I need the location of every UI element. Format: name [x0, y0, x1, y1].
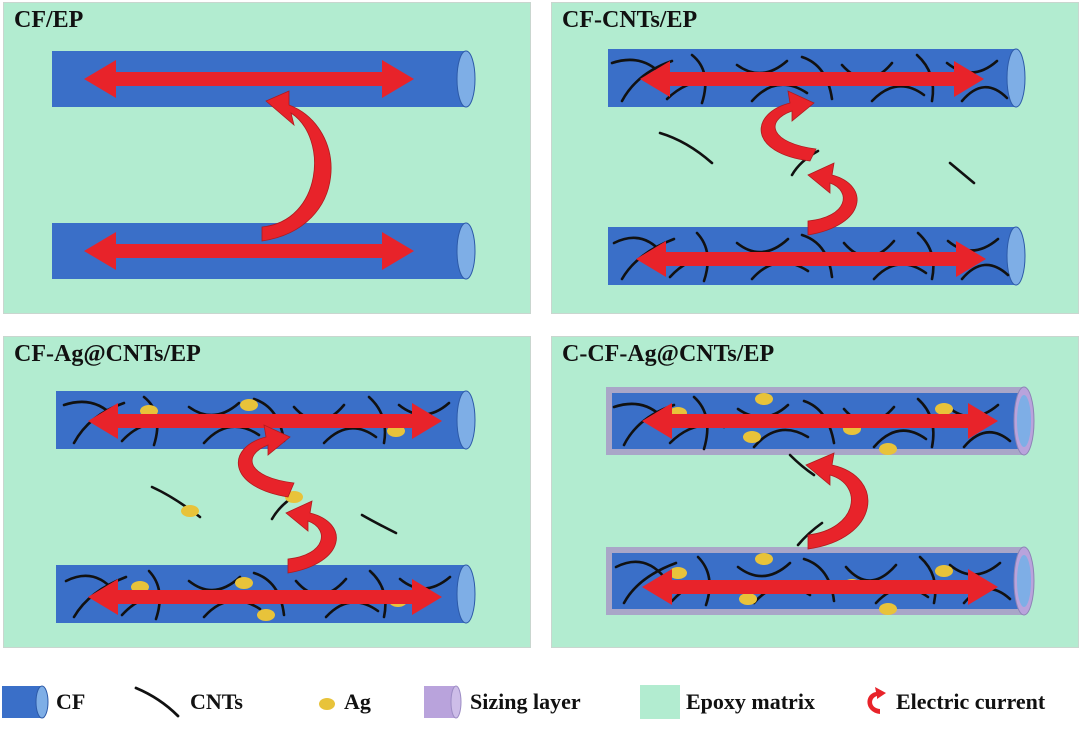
current-arrow-curved: [807, 162, 858, 236]
panel-cf-ag-cnts-ep: CF-Ag@CNTs/EP: [3, 336, 531, 648]
panel-c-cf-ag-cnts-ep-graphic: [606, 386, 1035, 616]
legend-label: Epoxy matrix: [686, 689, 815, 714]
legend-item-cf: CF: [2, 684, 85, 720]
cf-swatch-icon: [2, 685, 49, 719]
ag-dot-icon: [319, 698, 335, 710]
panel-title: CF-Ag@CNTs/EP: [14, 341, 201, 367]
current-arrow-horizontal: [88, 579, 442, 615]
current-arrow-horizontal: [642, 569, 998, 605]
legend-item-ag: Ag: [316, 684, 371, 720]
panel-title: C-CF-Ag@CNTs/EP: [562, 341, 775, 367]
current-arrow-curved: [285, 500, 337, 574]
current-arrow-horizontal: [642, 403, 998, 439]
panel-cf-cnts-ep-graphic: [608, 48, 1026, 286]
cnt-network: [610, 53, 1010, 283]
panel-cf-ep-graphic: [52, 50, 476, 280]
current-arrow-horizontal: [88, 403, 442, 439]
legend-label: Ag: [344, 689, 371, 714]
panel-cf-ep: CF/EP: [3, 2, 531, 314]
legend-label: CF: [56, 689, 86, 714]
legend-item-epoxy: Epoxy matrix: [640, 684, 815, 720]
panel-cf-cnts-ep: CF-CNTs/EP: [551, 2, 1079, 314]
legend-item-current: Electric current: [860, 684, 1045, 720]
current-arrow-curved: [760, 90, 817, 162]
current-arrow-horizontal: [84, 232, 414, 270]
panel-title: CF/EP: [14, 7, 84, 33]
epoxy-swatch-icon: [640, 685, 680, 719]
electric-current-icon: [867, 687, 886, 714]
current-arrow-curved: [805, 452, 869, 550]
legend-label: Sizing layer: [470, 689, 581, 714]
legend-label: Electric current: [896, 689, 1046, 714]
current-arrow-horizontal: [84, 60, 414, 98]
legend: CF CNTs Ag Sizing layer Epoxy matrix Ele…: [0, 670, 1080, 733]
legend-item-cnts: CNTs: [130, 684, 243, 720]
current-arrow-curved: [261, 90, 332, 242]
panel-title: CF-CNTs/EP: [562, 7, 698, 33]
panel-cf-ag-cnts-ep-graphic: [56, 390, 476, 624]
legend-label: CNTs: [190, 689, 243, 714]
current-arrow-horizontal: [636, 241, 986, 277]
panel-c-cf-ag-cnts-ep: C-CF-Ag@CNTs/EP: [551, 336, 1079, 648]
cnt-line-icon: [134, 686, 180, 718]
current-arrow-horizontal: [640, 61, 984, 97]
sizing-layer-swatch-icon: [424, 685, 462, 719]
legend-item-sizing: Sizing layer: [424, 684, 581, 720]
current-arrow-curved: [237, 424, 295, 498]
